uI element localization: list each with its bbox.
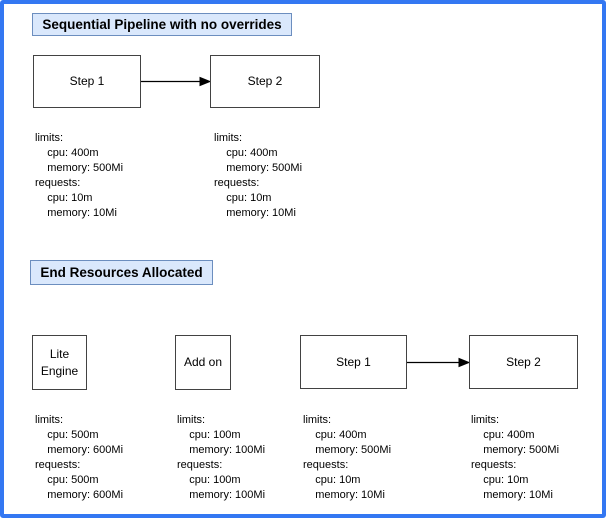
resources-end-step-1: limits: cpu: 400m memory: 500Mi requests… [303, 414, 392, 501]
node-step-2: Step 2 [210, 55, 320, 108]
resources-step-1: limits: cpu: 400m memory: 500Mi requests… [35, 132, 124, 219]
node-end-step-2: Step 2 [469, 335, 578, 389]
node-add-on: Add on [175, 335, 231, 390]
node-lite-engine: Lite Engine [32, 335, 87, 390]
section-title-end-resources: End Resources Allocated [30, 260, 213, 285]
resources-add-on: limits: cpu: 100m memory: 100Mi requests… [177, 414, 266, 501]
arrow-step1-to-step2 [141, 76, 211, 87]
resources-lite-engine: limits: cpu: 500m memory: 600Mi requests… [35, 414, 124, 501]
arrow-end-step1-to-step2 [407, 357, 470, 368]
node-step-1: Step 1 [33, 55, 141, 108]
section-title-sequential-pipeline: Sequential Pipeline with no overrides [32, 13, 292, 36]
resources-step-2: limits: cpu: 400m memory: 500Mi requests… [214, 132, 303, 219]
node-end-step-1: Step 1 [300, 335, 407, 389]
resources-end-step-2: limits: cpu: 400m memory: 500Mi requests… [471, 414, 560, 501]
